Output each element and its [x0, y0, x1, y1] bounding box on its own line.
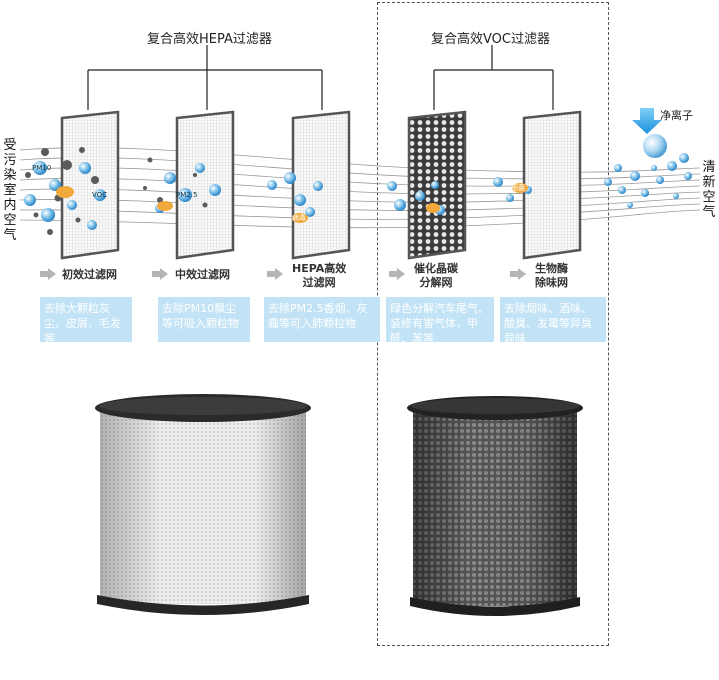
stage-name-3-line1: HEPA高效: [292, 262, 347, 275]
particle-tag-pm10: PM10: [32, 164, 52, 172]
filter-enzyme: [522, 110, 582, 260]
filter-primary: [60, 110, 120, 260]
ion-arrow-icon: [632, 108, 662, 134]
stage-name-4: 催化晶碳 分解网: [414, 262, 458, 290]
stage-arrow-5: [510, 268, 526, 280]
stage-name-4-line2: 分解网: [419, 276, 453, 289]
clean-air-bubbles: [604, 153, 692, 208]
particle-tag-pm25: PM2.5: [176, 191, 198, 199]
voc-group-title: 复合高效VOC过滤器: [431, 32, 550, 47]
stage-desc-5: 去除烟味、酒味、酸臭、发霉等异臭异味: [500, 297, 606, 345]
stage-name-3-line2: 过滤网: [302, 276, 336, 289]
pollutant-bubbles: [24, 161, 532, 230]
stage-arrow-3: [267, 268, 283, 280]
stage-name-5: 生物酶 除味网: [535, 262, 568, 290]
particle-tag-bacteria: 细菌: [511, 184, 525, 192]
stage-arrow-1: [40, 268, 56, 280]
stage-name-3: HEPA高效 过滤网: [292, 262, 346, 290]
ion-orb-icon: [643, 134, 667, 158]
virus-particles: [56, 183, 528, 223]
stage-desc-2: 去除PM10飘尘等可吸入颗粒物: [158, 297, 250, 342]
clean-air-label: 清新空气: [702, 160, 716, 220]
hepa-group-title: 复合高效HEPA过滤器: [147, 32, 272, 47]
filter-medium: [175, 110, 235, 260]
stage-name-5-line2: 除味网: [535, 276, 568, 289]
hepa-filter-photo: [95, 394, 311, 615]
stage-arrow-2: [152, 268, 168, 280]
stage-name-4-line1: 催化晶碳: [414, 262, 458, 275]
stage-desc-4: 绿色分解汽车尾气、装修有害气体，甲醛、苯等: [386, 297, 494, 345]
stage-arrow-4: [389, 268, 405, 280]
particle-tag-voc: VOC: [92, 191, 108, 199]
stage-name-1: 初效过滤网: [62, 268, 117, 281]
pollutant-dust: [25, 147, 208, 235]
hepa-bracket: [87, 45, 323, 110]
airflow-diagram: [19, 45, 701, 260]
stage-name-2: 中效过滤网: [175, 268, 230, 281]
polluted-air-label: 受污染室内空气: [3, 138, 17, 243]
particle-tag-virus: 病毒: [292, 214, 306, 222]
carbon-filter-photo: [407, 396, 583, 616]
stage-desc-1: 去除大颗粒灰尘、皮屑、毛发等: [40, 297, 132, 345]
airflow-lines: [19, 147, 701, 229]
ion-label: 净离子: [660, 109, 693, 122]
stage-name-5-line1: 生物酶: [535, 262, 568, 275]
voc-bracket: [433, 45, 554, 110]
stage-desc-3: 去除PM2.5香烟、灰霾等可入肺颗粒物: [264, 297, 380, 342]
